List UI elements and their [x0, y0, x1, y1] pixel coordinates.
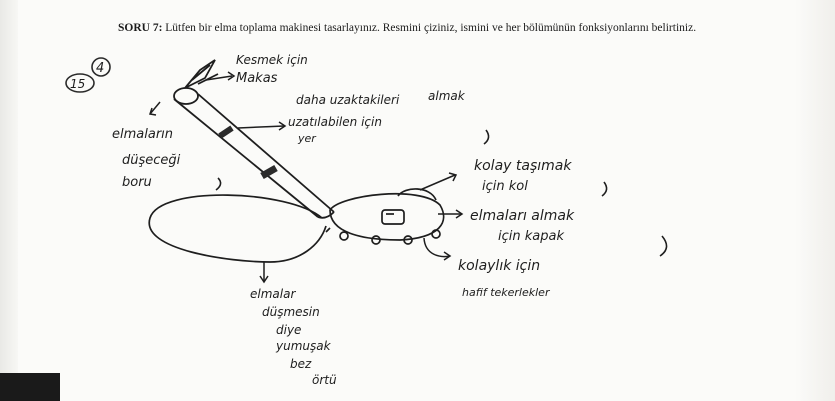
label-cloth-1: elmalar — [250, 287, 296, 301]
label-cloth-6: örtü — [312, 373, 337, 387]
label-scissors-2: Makas — [236, 71, 278, 86]
label-scissors-1: Kesmek için — [236, 53, 308, 67]
label-cloth-5: bez — [290, 357, 312, 371]
label-tube-2: düşeceği — [122, 153, 181, 168]
label-tube-3: boru — [122, 175, 152, 190]
label-wheels-2: hafif tekerlekler — [462, 286, 551, 299]
score-outof: 15 — [70, 77, 85, 91]
brace-marks — [216, 130, 667, 256]
score-value: 4 — [96, 61, 104, 76]
soft-cloth-drawing — [149, 195, 326, 262]
label-tube-1: elmaların — [112, 127, 173, 142]
label-wheels-1: kolaylık için — [458, 258, 540, 274]
label-extend-2: uzatılabilen için — [288, 115, 382, 129]
label-extend-1: daha uzaktakileri — [296, 93, 400, 107]
label-handle-2: için kol — [482, 179, 528, 194]
label-handle-1: kolay taşımak — [474, 158, 572, 174]
scissors-drawing — [185, 60, 218, 88]
label-lid-1: elmaları almak — [470, 208, 575, 224]
label-cloth-2: düşmesin — [262, 305, 320, 319]
label-extend-3: yer — [297, 132, 317, 145]
label-cloth-3: diye — [276, 323, 301, 337]
label-cloth-4: yumuşak — [275, 339, 332, 353]
label-extend-1b: almak — [428, 89, 466, 103]
label-lid-2: için kapak — [498, 229, 564, 244]
cart-drawing — [326, 189, 444, 244]
pole-tube — [174, 88, 334, 218]
